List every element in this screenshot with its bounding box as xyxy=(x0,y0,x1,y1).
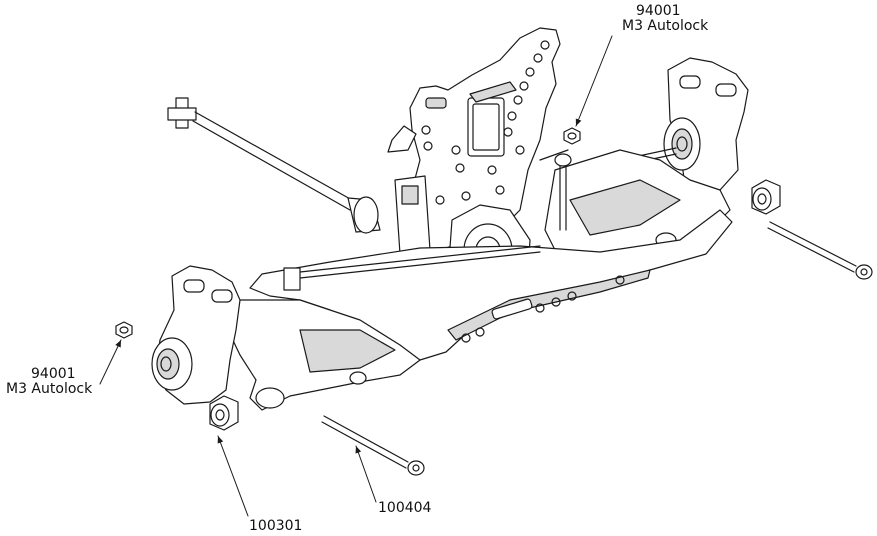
leader-pin xyxy=(355,445,377,503)
leader-nut-top xyxy=(575,35,613,127)
camber-links xyxy=(284,150,571,290)
leader-spacer xyxy=(217,435,249,517)
left-suspension-arm xyxy=(228,300,420,410)
spacer-right xyxy=(752,180,780,214)
callout-pin-part-number: 100404 xyxy=(378,500,432,516)
leader-nut-left xyxy=(99,339,122,385)
chassis-plate xyxy=(250,210,732,360)
callout-spacer-part-number: 100301 xyxy=(249,518,303,534)
autolock-nut-top xyxy=(564,128,580,144)
callout-nut-left-description: M3 Autolock xyxy=(6,381,93,397)
hinge-pin-left xyxy=(322,416,424,475)
left-hub-carrier xyxy=(152,266,240,404)
spacer-left xyxy=(210,396,238,430)
right-hub-carrier xyxy=(620,58,748,196)
hinge-pin-right xyxy=(768,222,872,279)
callout-nut-top-part-number: 94001 xyxy=(636,3,681,19)
autolock-nut-left xyxy=(116,322,132,338)
drive-shaft xyxy=(168,98,380,233)
callout-nut-top-description: M3 Autolock xyxy=(622,18,709,34)
leader-lines xyxy=(99,35,613,517)
shock-tower xyxy=(388,28,560,252)
callout-nut-left-part-number: 94001 xyxy=(31,366,76,382)
